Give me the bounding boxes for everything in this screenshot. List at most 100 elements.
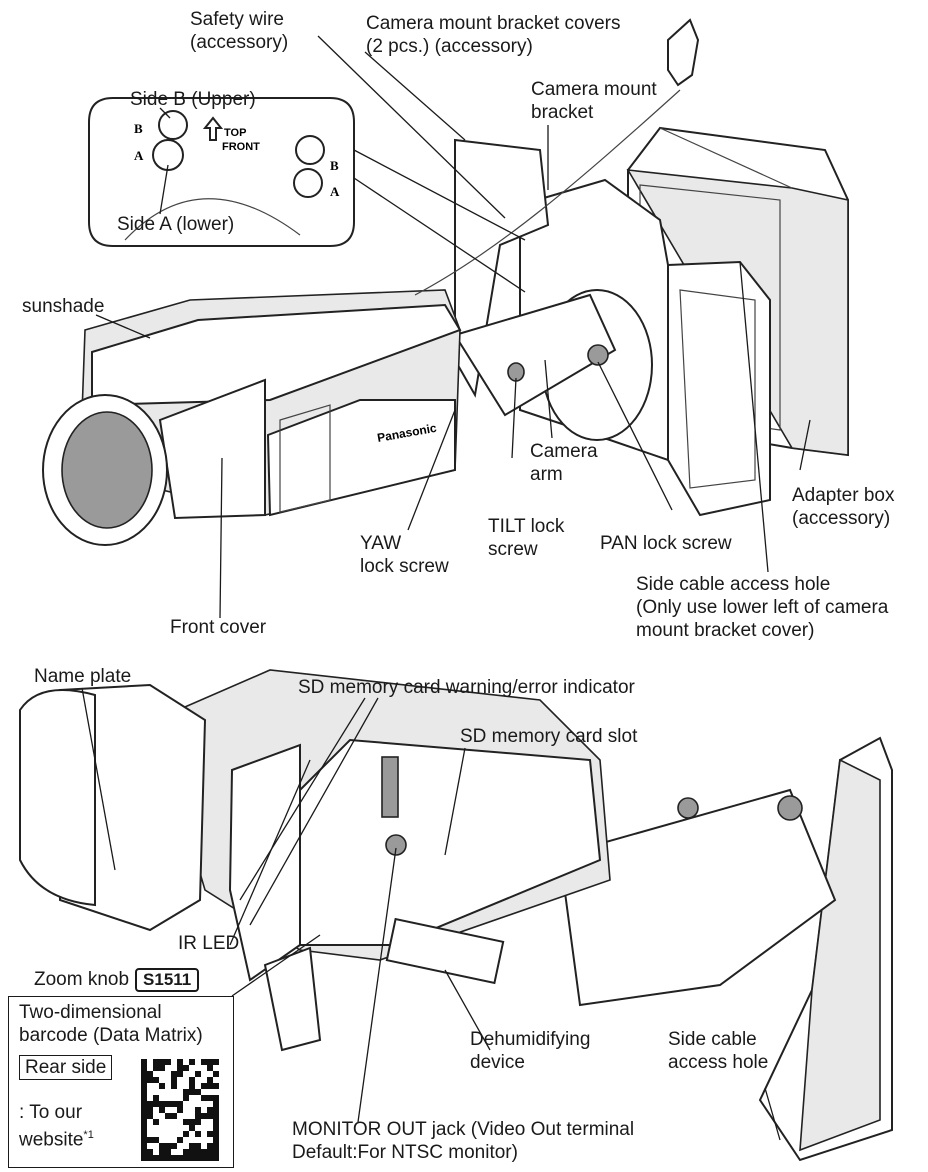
matrix-cell — [189, 1077, 195, 1083]
matrix-cell — [141, 1059, 147, 1065]
matrix-cell — [153, 1065, 159, 1071]
matrix-cell — [213, 1143, 219, 1149]
matrix-cell — [153, 1119, 159, 1125]
matrix-cell — [171, 1083, 177, 1089]
matrix-cell — [207, 1059, 213, 1065]
matrix-cell — [195, 1113, 201, 1119]
matrix-cell — [141, 1077, 147, 1083]
matrix-cell — [171, 1077, 177, 1083]
camera-body-bottom-drawing — [19, 669, 611, 1052]
rear-side-label: Rear side — [19, 1055, 113, 1080]
matrix-cell — [177, 1155, 183, 1161]
label-safety-wire: Safety wire(accessory) — [190, 9, 289, 53]
matrix-cell — [141, 1089, 147, 1095]
inset-mark-a2: A — [330, 184, 340, 199]
label-side-hole-top: Side cable access hole(Only use lower le… — [636, 574, 889, 641]
matrix-cell — [213, 1119, 219, 1125]
matrix-cell — [165, 1143, 171, 1149]
matrix-cell — [189, 1089, 195, 1095]
matrix-cell — [141, 1095, 147, 1101]
label-adapter-box: Adapter box(accessory) — [792, 485, 895, 529]
matrix-cell — [207, 1083, 213, 1089]
matrix-cell — [165, 1155, 171, 1161]
matrix-cell — [159, 1149, 165, 1155]
matrix-cell — [153, 1059, 159, 1065]
matrix-cell — [141, 1131, 147, 1137]
matrix-cell — [213, 1083, 219, 1089]
label-bracket-covers: Camera mount bracket covers(2 pcs.) (acc… — [366, 13, 621, 57]
matrix-cell — [195, 1131, 201, 1137]
matrix-cell — [159, 1143, 165, 1149]
matrix-cell — [201, 1059, 207, 1065]
matrix-cell — [183, 1149, 189, 1155]
matrix-cell — [153, 1155, 159, 1161]
label-side-a: Side A (lower) — [117, 214, 235, 235]
matrix-cell — [165, 1101, 171, 1107]
wire-hook-drawing — [667, 18, 700, 87]
matrix-cell — [213, 1059, 219, 1065]
matrix-cell — [141, 1125, 147, 1131]
matrix-cell — [201, 1113, 207, 1119]
matrix-cell — [207, 1077, 213, 1083]
matrix-cell — [213, 1113, 219, 1119]
matrix-cell — [195, 1119, 201, 1125]
matrix-cell — [171, 1101, 177, 1107]
matrix-cell — [213, 1101, 219, 1107]
model-badge: S1511 — [135, 968, 200, 992]
label-name-plate: Name plate — [34, 666, 132, 687]
matrix-cell — [201, 1155, 207, 1161]
matrix-cell — [201, 1083, 207, 1089]
matrix-cell — [171, 1143, 177, 1149]
matrix-cell — [189, 1155, 195, 1161]
matrix-cell — [195, 1089, 201, 1095]
matrix-cell — [207, 1113, 213, 1119]
matrix-cell — [189, 1125, 195, 1131]
label-ir-led: IR LED — [178, 933, 240, 954]
matrix-cell — [165, 1059, 171, 1065]
inset-mark-a: A — [134, 148, 144, 163]
matrix-cell — [201, 1149, 207, 1155]
matrix-cell — [147, 1137, 153, 1143]
matrix-cell — [153, 1101, 159, 1107]
matrix-cell — [207, 1095, 213, 1101]
matrix-cell — [195, 1149, 201, 1155]
matrix-cell — [165, 1113, 171, 1119]
label-sd-slot: SD memory card slot — [460, 726, 638, 747]
matrix-cell — [147, 1155, 153, 1161]
matrix-cell — [207, 1131, 213, 1137]
inset-mark-front: FRONT — [222, 141, 260, 153]
matrix-cell — [141, 1119, 147, 1125]
label-front-cover: Front cover — [170, 617, 267, 638]
matrix-cell — [213, 1131, 219, 1137]
matrix-cell — [153, 1095, 159, 1101]
matrix-cell — [153, 1137, 159, 1143]
matrix-cell — [159, 1101, 165, 1107]
matrix-cell — [189, 1143, 195, 1149]
matrix-cell — [207, 1065, 213, 1071]
leader-lines — [81, 35, 811, 1141]
matrix-cell — [201, 1095, 207, 1101]
matrix-cell — [147, 1107, 153, 1113]
matrix-cell — [195, 1155, 201, 1161]
matrix-cell — [213, 1125, 219, 1131]
camera-body-drawing — [42, 289, 462, 546]
matrix-cell — [189, 1059, 195, 1065]
inset-frame — [88, 97, 355, 247]
matrix-cell — [147, 1113, 153, 1119]
matrix-cell — [183, 1119, 189, 1125]
matrix-cell — [183, 1131, 189, 1137]
inset-mark-b2: B — [330, 158, 339, 173]
matrix-cell — [183, 1089, 189, 1095]
matrix-cell — [213, 1095, 219, 1101]
matrix-cell — [213, 1107, 219, 1113]
